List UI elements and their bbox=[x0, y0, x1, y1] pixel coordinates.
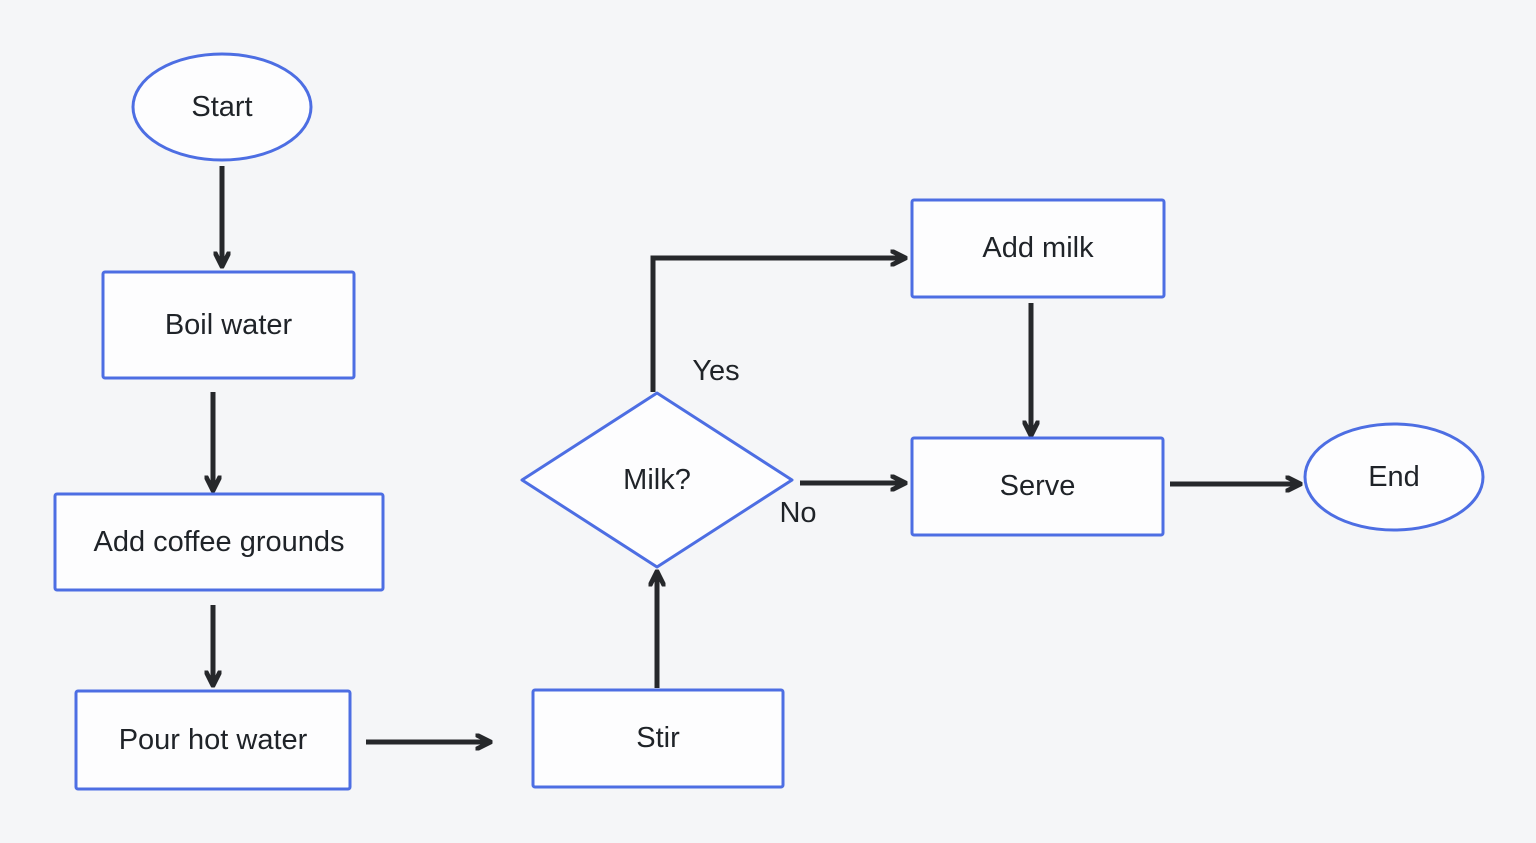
edge-layer bbox=[213, 166, 1300, 742]
node-stir-shape bbox=[531, 688, 785, 789]
node-start-shape bbox=[131, 52, 313, 162]
node-pour-hot-water-shape bbox=[74, 689, 352, 791]
node-layer bbox=[53, 52, 1485, 791]
node-add-milk-shape bbox=[910, 198, 1166, 299]
edge-milk-yes-to-addmilk bbox=[650, 258, 905, 392]
node-serve-shape bbox=[910, 436, 1165, 537]
node-add-coffee-grounds-shape bbox=[53, 492, 385, 592]
node-end-shape bbox=[1303, 422, 1485, 532]
node-milk-decision-shape bbox=[520, 391, 794, 569]
node-boil-water-shape bbox=[101, 270, 356, 380]
